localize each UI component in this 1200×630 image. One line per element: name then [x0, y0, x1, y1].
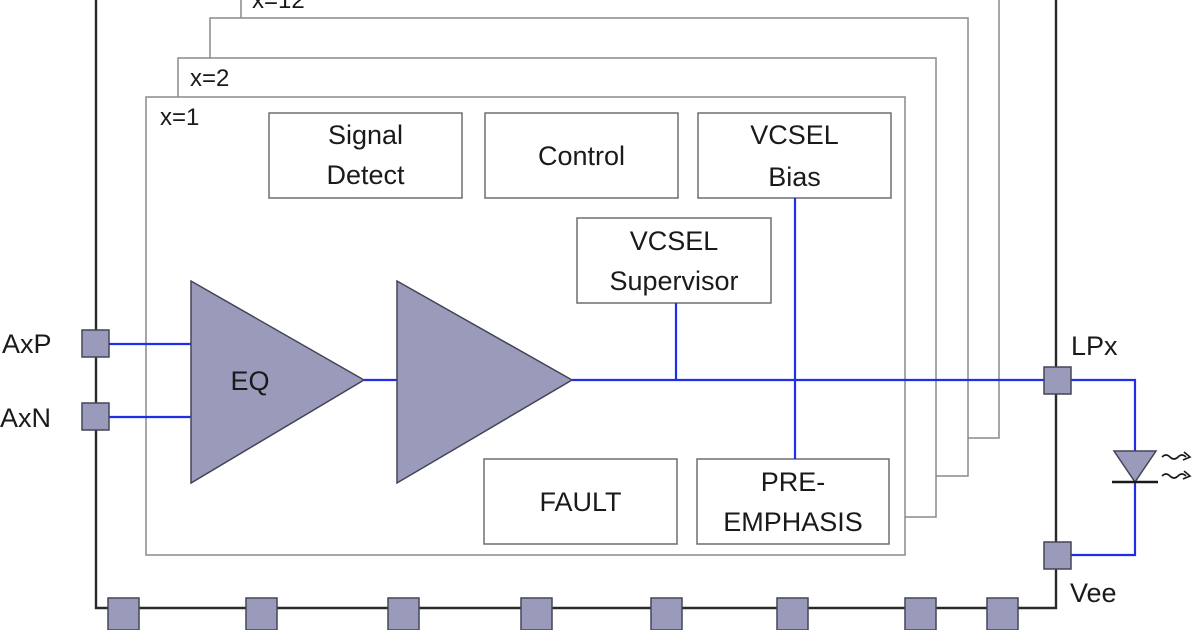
- vcsel-supervisor-label-line1: VCSEL: [630, 226, 719, 256]
- bottom-pin: [776, 597, 809, 630]
- bottom-pin: [387, 597, 420, 630]
- pin-axp: AxP: [2, 329, 110, 359]
- fault-label: FAULT: [539, 487, 621, 517]
- pre-emphasis-label-line1: PRE-: [761, 467, 826, 497]
- bottom-pin: [520, 597, 553, 630]
- signal-detect-block: Signal Detect: [268, 112, 463, 199]
- pin-axn-label: AxN: [0, 403, 51, 433]
- bottom-pin: [107, 597, 140, 630]
- chip-outline: [94, 0, 1058, 610]
- pin-vee: Vee: [1043, 541, 1117, 608]
- vcsel-bias-label-line2: Bias: [768, 162, 821, 192]
- signal-wires: [109, 198, 1137, 557]
- wire-lpx-to-vcsel: [1071, 378, 1137, 451]
- control-block: Control: [484, 112, 679, 199]
- eq-label: EQ: [230, 366, 269, 396]
- pin-lpx: LPx: [1043, 331, 1118, 395]
- bottom-pin: [986, 597, 1019, 630]
- pin-axp-label: AxP: [2, 329, 52, 359]
- fault-block: FAULT: [483, 458, 678, 545]
- vcsel-diode-icon: [1112, 450, 1158, 484]
- pin-axn: AxN: [0, 402, 110, 433]
- bottom-pin-row: [107, 597, 1019, 630]
- bottom-pin: [650, 597, 683, 630]
- channel-label-x1: x=1: [160, 104, 199, 131]
- pin-vee-label: Vee: [1070, 578, 1117, 608]
- signal-detect-label-line1: Signal: [328, 120, 403, 150]
- control-label: Control: [538, 141, 625, 171]
- pre-emphasis-block: PRE- EMPHASIS: [696, 458, 890, 545]
- channel-label-x12: x=12: [252, 0, 305, 14]
- vcsel-bias-label-line1: VCSEL: [750, 120, 839, 150]
- bottom-pin: [904, 597, 937, 630]
- vcsel-bias-block: VCSEL Bias: [697, 112, 892, 199]
- signal-detect-label-line2: Detect: [326, 160, 405, 190]
- pre-emphasis-label-line2: EMPHASIS: [723, 507, 863, 537]
- bottom-pin: [245, 597, 278, 630]
- pin-lpx-label: LPx: [1071, 331, 1118, 361]
- eq-amplifier: EQ: [190, 279, 366, 485]
- channel-label-x2: x=2: [190, 65, 229, 92]
- wire-vcsel-to-vee: [1071, 482, 1137, 557]
- vcsel-supervisor-label-line2: Supervisor: [609, 266, 738, 296]
- vcsel-supervisor-block: VCSEL Supervisor: [576, 217, 772, 304]
- driver-amplifier: [396, 279, 574, 485]
- light-emission-icon: [1161, 451, 1192, 480]
